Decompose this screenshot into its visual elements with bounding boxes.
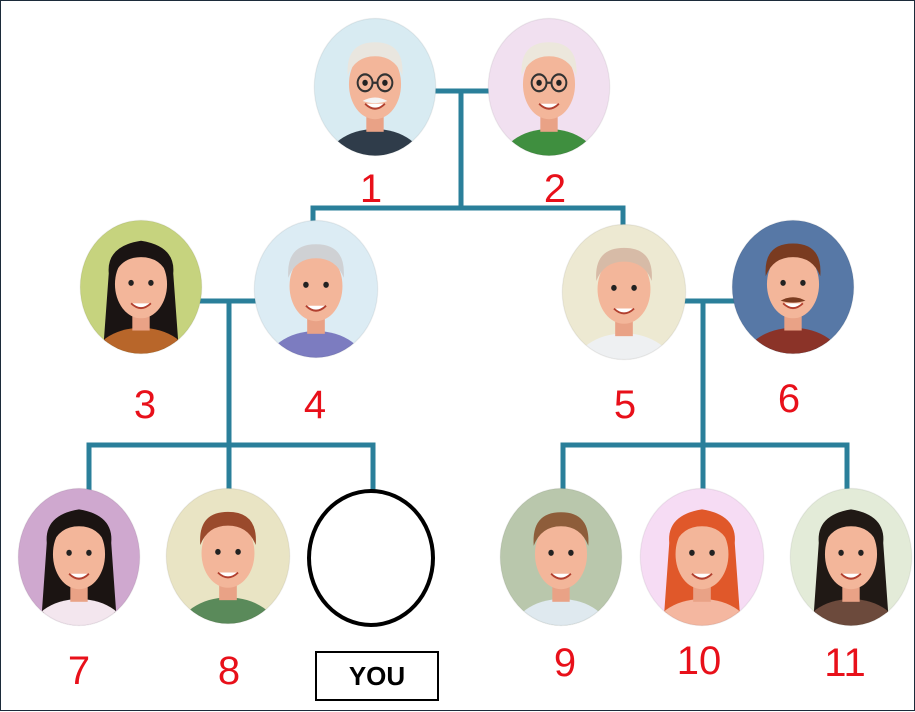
face [52,519,106,590]
grandmother-icon [487,17,611,157]
member-number-2: 2 [543,167,567,211]
shirt [265,331,367,358]
woman-dark-hair-icon [79,219,203,355]
hair [113,243,169,277]
man-red-hair-icon [165,487,291,625]
face [766,250,820,319]
shirt [325,128,425,156]
shirt [177,597,279,624]
face [675,519,729,590]
face [824,519,878,590]
face [534,519,588,590]
member-number-9: 9 [553,641,577,685]
member-1 [313,17,437,157]
hair [823,512,879,546]
member-3 [79,219,203,355]
member-number-4: 4 [303,383,327,427]
member-number-7: 7 [67,649,91,693]
you-placeholder-circle [307,489,435,627]
member-number-5: 5 [613,383,637,427]
shirt [499,128,599,156]
hair [200,511,256,545]
member-number-8: 8 [217,649,241,693]
member-6 [731,219,855,355]
member-5 [561,223,687,361]
hair [533,512,589,546]
face [289,251,343,322]
member-9 [499,487,623,627]
hair [765,243,821,277]
member-number-11: 11 [824,641,866,685]
hair [521,42,577,76]
member-2 [487,17,611,157]
face [597,254,651,324]
member-4 [253,219,379,359]
hair [596,247,652,281]
face [114,250,168,319]
woman-curly-hair-icon [789,487,913,627]
member-number-10: 10 [676,639,722,683]
shirt [29,599,129,626]
girl-dark-hair-icon [17,487,141,627]
face [201,518,255,588]
man-grey-hair-icon [253,219,379,359]
face [348,49,402,120]
grandfather-icon [313,17,437,157]
boy-icon [499,487,623,627]
face [522,49,576,120]
member-7 [17,487,141,627]
hair [288,244,344,278]
hair [674,512,730,546]
member-11 [789,487,913,627]
member-number-3: 3 [133,383,157,427]
shirt [801,599,901,626]
man-mustache-icon [731,219,855,355]
shirt [651,599,753,626]
hair [51,512,107,546]
member-number-1: 1 [359,167,383,211]
you-label: YOU [315,651,439,701]
hair [347,42,403,76]
member-10 [639,487,765,627]
shirt [91,327,191,354]
member-8 [165,487,291,625]
shirt [743,327,843,354]
girl-red-hair-icon [639,487,765,627]
member-number-6: 6 [777,377,801,421]
shirt [511,599,611,626]
woman-bob-hair-icon [561,223,687,361]
shirt [573,333,675,360]
